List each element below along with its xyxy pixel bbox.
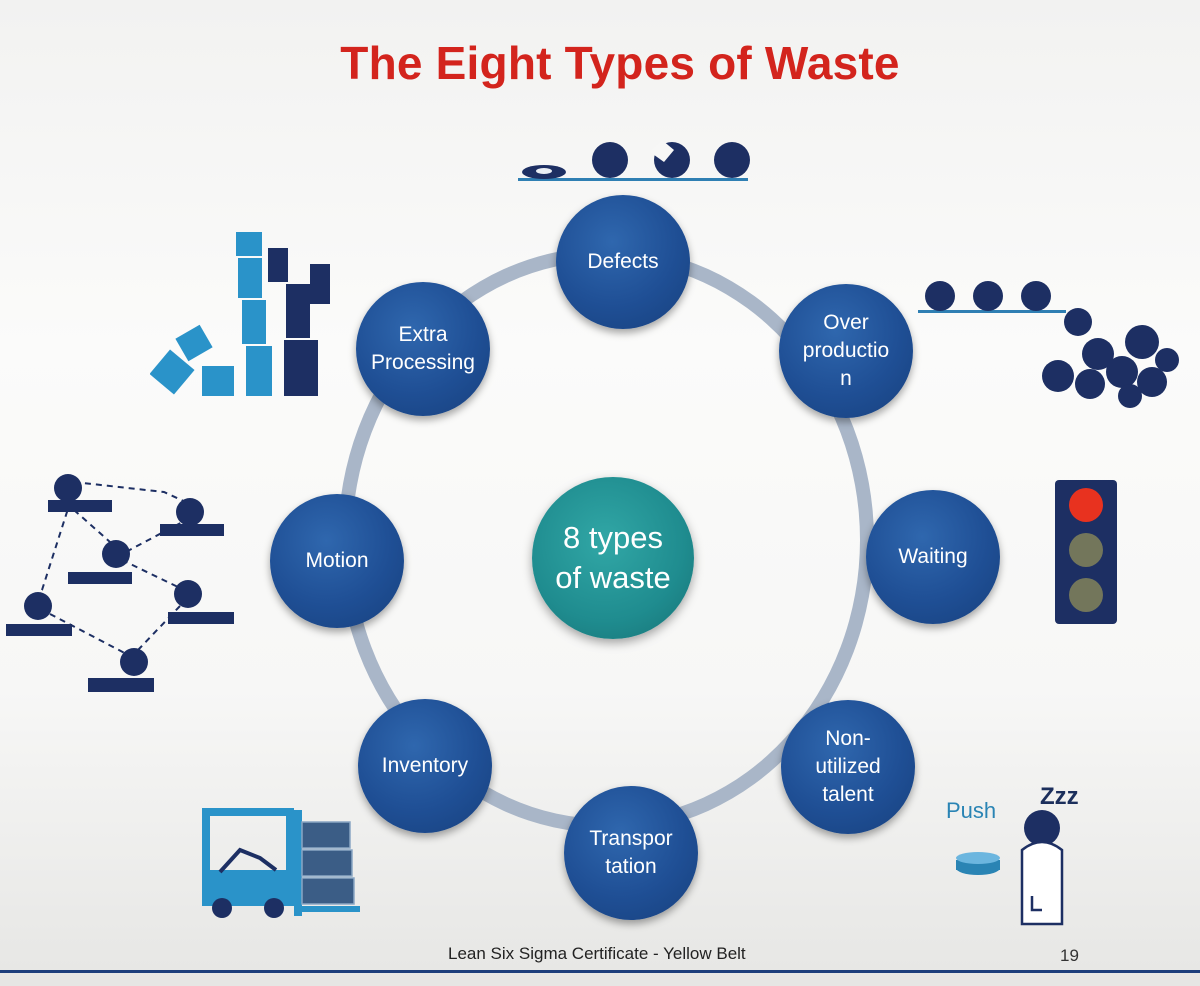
node-transportation: Transpor tation [564,786,698,920]
node-extra-processing: Extra Processing [356,282,490,416]
node-overproduction: Over productio n [779,284,913,418]
node-motion: Motion [270,494,404,628]
motion-illustration [4,470,240,700]
defects-illustration [514,140,754,186]
footer-text: Lean Six Sigma Certificate - Yellow Belt [448,944,746,964]
footer-rule [0,970,1200,973]
node-inventory: Inventory [358,699,492,833]
push-label: Push [946,798,996,823]
center-circle: 8 types of waste [532,477,694,639]
extra-processing-illustration [150,228,340,400]
node-non-utilized-talent: Non- utilized talent [781,700,915,834]
page-number: 19 [1060,946,1079,966]
slide-title: The Eight Types of Waste [0,36,1200,90]
traffic-light-illustration [1055,480,1119,626]
node-defects: Defects [556,195,690,329]
node-waiting: Waiting [866,490,1000,624]
overproduction-illustration [912,280,1182,410]
forklift-illustration [200,800,370,920]
push-sleep-illustration: Push Zzz [944,778,1100,928]
zzz-label: Zzz [1040,783,1079,810]
